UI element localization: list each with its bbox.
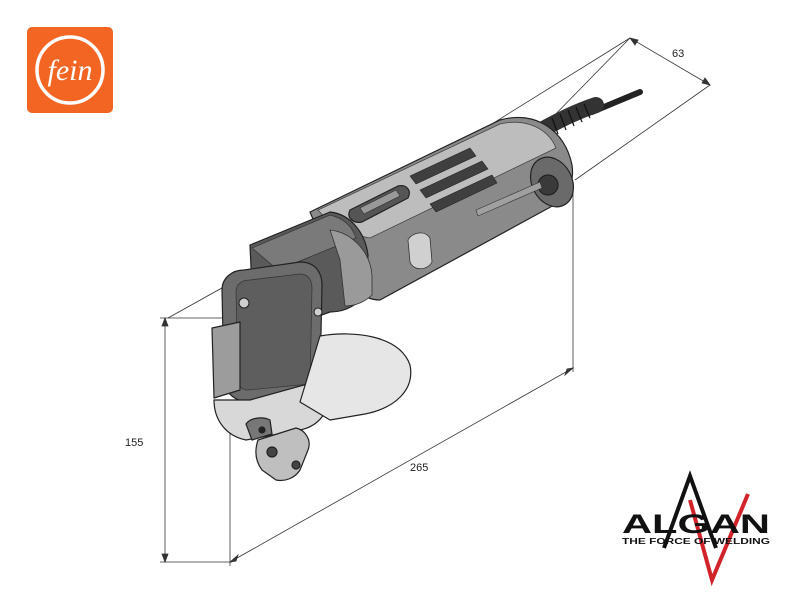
algan-watermark: ALGAN THE FORCE OF WELDING — [622, 470, 770, 587]
algan-tagline: THE FORCE OF WELDING — [622, 537, 770, 546]
algan-name: ALGAN — [622, 509, 770, 539]
algan-v-icon — [688, 493, 750, 587]
grip-ribs — [409, 147, 498, 213]
fein-logo-text: fein — [48, 54, 93, 87]
guide-shoe — [299, 333, 412, 421]
length-dimension-label: 265 — [410, 462, 428, 474]
height-dimension-label: 155 — [125, 437, 143, 449]
depth-dimension-label: 63 — [672, 48, 684, 60]
fein-logo: fein — [27, 27, 113, 113]
algan-peak-icon — [662, 470, 718, 549]
tool-illustration — [211, 89, 643, 482]
